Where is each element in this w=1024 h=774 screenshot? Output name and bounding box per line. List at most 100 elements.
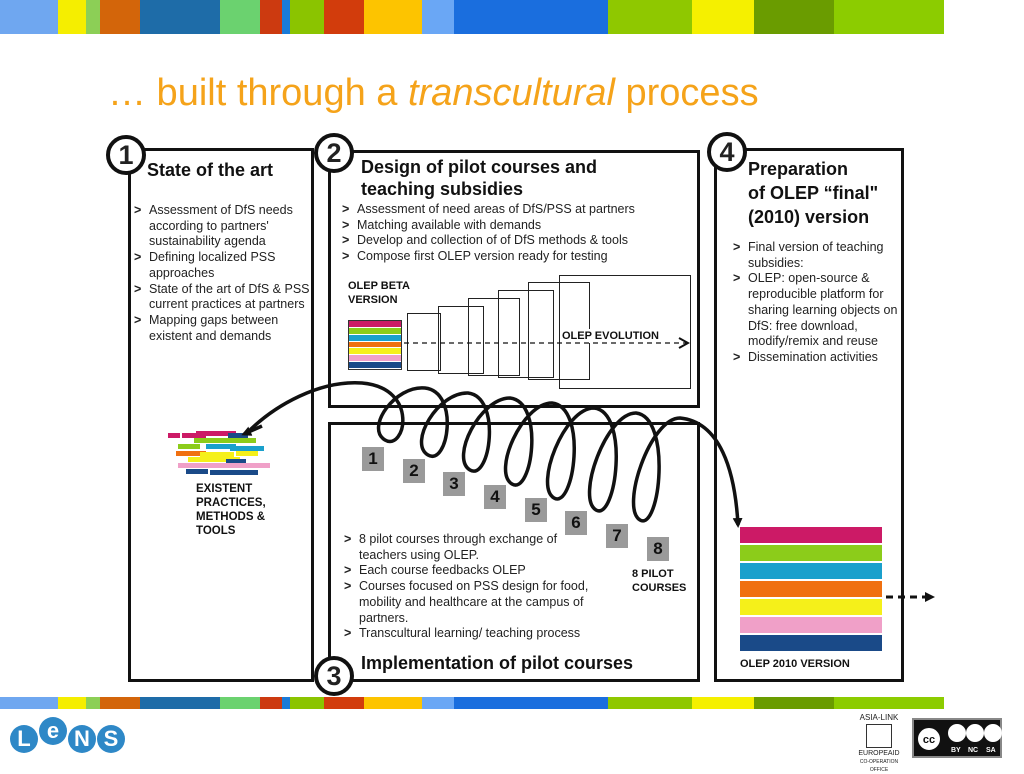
stripe-segment xyxy=(576,0,608,34)
pilot-courses-label-line1: 8 PILOT xyxy=(632,568,674,580)
stripe-segment xyxy=(576,697,608,709)
existent-practice-bar xyxy=(194,438,256,443)
stripe-segment xyxy=(754,697,834,709)
pilot-course-step: 7 xyxy=(606,524,628,548)
stripe-segment xyxy=(100,697,140,709)
stripe-segment xyxy=(324,0,364,34)
existent-label-line3: METHODS & xyxy=(196,511,265,523)
panel-1-bullet: Mapping gaps between existent and demand… xyxy=(134,313,310,344)
olep-color-band xyxy=(740,617,882,635)
panel-4-number: 4 xyxy=(707,132,747,172)
cooperation-office-label: CO-OPERATION OFFICE xyxy=(859,759,899,773)
cc-tag: SA xyxy=(986,747,996,754)
stripe-segment xyxy=(100,0,140,34)
olep-color-band xyxy=(349,334,401,342)
pilot-course-step: 4 xyxy=(484,485,506,509)
asia-link-title: ASIA-LINK xyxy=(859,713,899,722)
pilot-courses-label-line2: COURSES xyxy=(632,582,687,594)
existent-label-line1: EXISTENT xyxy=(196,483,253,495)
olep-evolution-label: OLEP EVOLUTION xyxy=(562,329,659,343)
stripe-segment xyxy=(608,697,692,709)
stripe-segment xyxy=(454,0,576,34)
stripe-segment xyxy=(260,0,282,34)
stripe-segment xyxy=(58,0,86,34)
olep-evolution-frame xyxy=(407,313,441,371)
pilot-course-step: 5 xyxy=(525,498,547,522)
olep-2010-stack xyxy=(740,527,882,653)
olep-beta-stack xyxy=(348,320,402,370)
olep-color-band xyxy=(349,362,401,370)
panel-2-bullet: Matching available with demands xyxy=(342,218,694,234)
cc-icon: cc xyxy=(918,728,940,750)
stripe-segment xyxy=(608,0,692,34)
olep-evolution-frame xyxy=(468,298,520,376)
creative-commons-badge: cc BY NC SA xyxy=(912,718,1002,758)
panel-2-bullet: Develop and collection of of DfS methods… xyxy=(342,233,694,249)
panel-3-number: 3 xyxy=(314,656,354,696)
pilot-course-step: 2 xyxy=(403,459,425,483)
existent-practice-bar xyxy=(230,446,264,451)
arrow-into-existent xyxy=(241,424,263,436)
panel-2-bullet: Assessment of need areas of DfS/PSS at p… xyxy=(342,202,694,218)
olep-color-band xyxy=(740,545,882,563)
panel-2-heading-line2: teaching subsidies xyxy=(361,179,524,199)
panel-1-bullets: Assessment of DfS needs according to par… xyxy=(134,203,310,344)
panel-2-number: 2 xyxy=(314,133,354,173)
olep-color-band xyxy=(740,635,882,653)
existent-practice-bar xyxy=(168,433,180,438)
olep-evolution-frame xyxy=(559,275,691,389)
olep-color-band xyxy=(349,321,401,328)
panel-3-bullet: Courses focused on PSS design for food, … xyxy=(344,579,589,626)
olep-2010-label: OLEP 2010 VERSION xyxy=(740,658,850,670)
existent-practice-bar xyxy=(200,452,234,457)
olep-color-band xyxy=(349,348,401,356)
pilot-course-step: 6 xyxy=(565,511,587,535)
olep-color-band xyxy=(740,599,882,617)
existent-practice-bar xyxy=(236,451,258,456)
existent-practice-bar xyxy=(182,433,206,438)
panel-1-bullet: Defining localized PSS approaches xyxy=(134,250,310,281)
pilot-course-step: 1 xyxy=(362,447,384,471)
stripe-segment xyxy=(220,0,260,34)
stripe-segment xyxy=(834,0,944,34)
logo-letter: N xyxy=(68,725,96,753)
cc-tag: BY xyxy=(951,747,961,754)
panel-4-heading-line2: of OLEP “final" xyxy=(748,183,879,203)
panel-1-heading: State of the art xyxy=(147,160,274,180)
asia-link-logo: ASIA-LINK EUROPEAID CO-OPERATION OFFICE xyxy=(852,714,906,774)
olep-color-band xyxy=(349,341,401,349)
panel-3-bullet: 8 pilot courses through exchange of teac… xyxy=(344,532,569,563)
olep-beta-label-line2: VERSION xyxy=(348,294,398,306)
existent-practice-bar xyxy=(196,431,236,436)
existent-practice-bar xyxy=(188,457,240,462)
existent-practice-bar xyxy=(210,470,258,475)
panel-4-bullets: Final version of teaching subsidies: OLE… xyxy=(733,240,899,366)
olep-evolution-frame xyxy=(498,290,554,378)
process-spiral xyxy=(246,381,743,528)
existent-practice-bar xyxy=(226,459,246,464)
olep-color-band xyxy=(349,327,401,335)
olep-beta-label-line1: OLEP BETA xyxy=(348,280,410,292)
bottom-color-stripe xyxy=(0,697,1024,709)
olep-evolution-frame xyxy=(438,306,484,374)
panel-4-bullet: OLEP: open-source & reproducible platfor… xyxy=(733,271,899,350)
existent-practice-bar xyxy=(178,463,214,468)
stripe-segment xyxy=(364,0,422,34)
logo-letter: L xyxy=(10,725,38,753)
olep-color-band xyxy=(740,581,882,599)
stripe-segment xyxy=(260,697,282,709)
stripe-segment xyxy=(324,697,364,709)
panel-3-bullet: Each course feedbacks OLEP xyxy=(344,563,606,579)
stripe-segment xyxy=(692,0,754,34)
olep-color-band xyxy=(349,355,401,363)
panel-3-bullets: 8 pilot courses through exchange of teac… xyxy=(344,532,606,642)
olep-color-band xyxy=(740,563,882,581)
stripe-segment xyxy=(86,0,100,34)
sa-icon xyxy=(984,724,1002,742)
stripe-segment xyxy=(0,0,58,34)
panel-2-bullet: Compose first OLEP version ready for tes… xyxy=(342,249,694,265)
stripe-segment xyxy=(454,697,576,709)
panel-3-bullet: Transcultural learning/ teaching process xyxy=(344,626,606,642)
